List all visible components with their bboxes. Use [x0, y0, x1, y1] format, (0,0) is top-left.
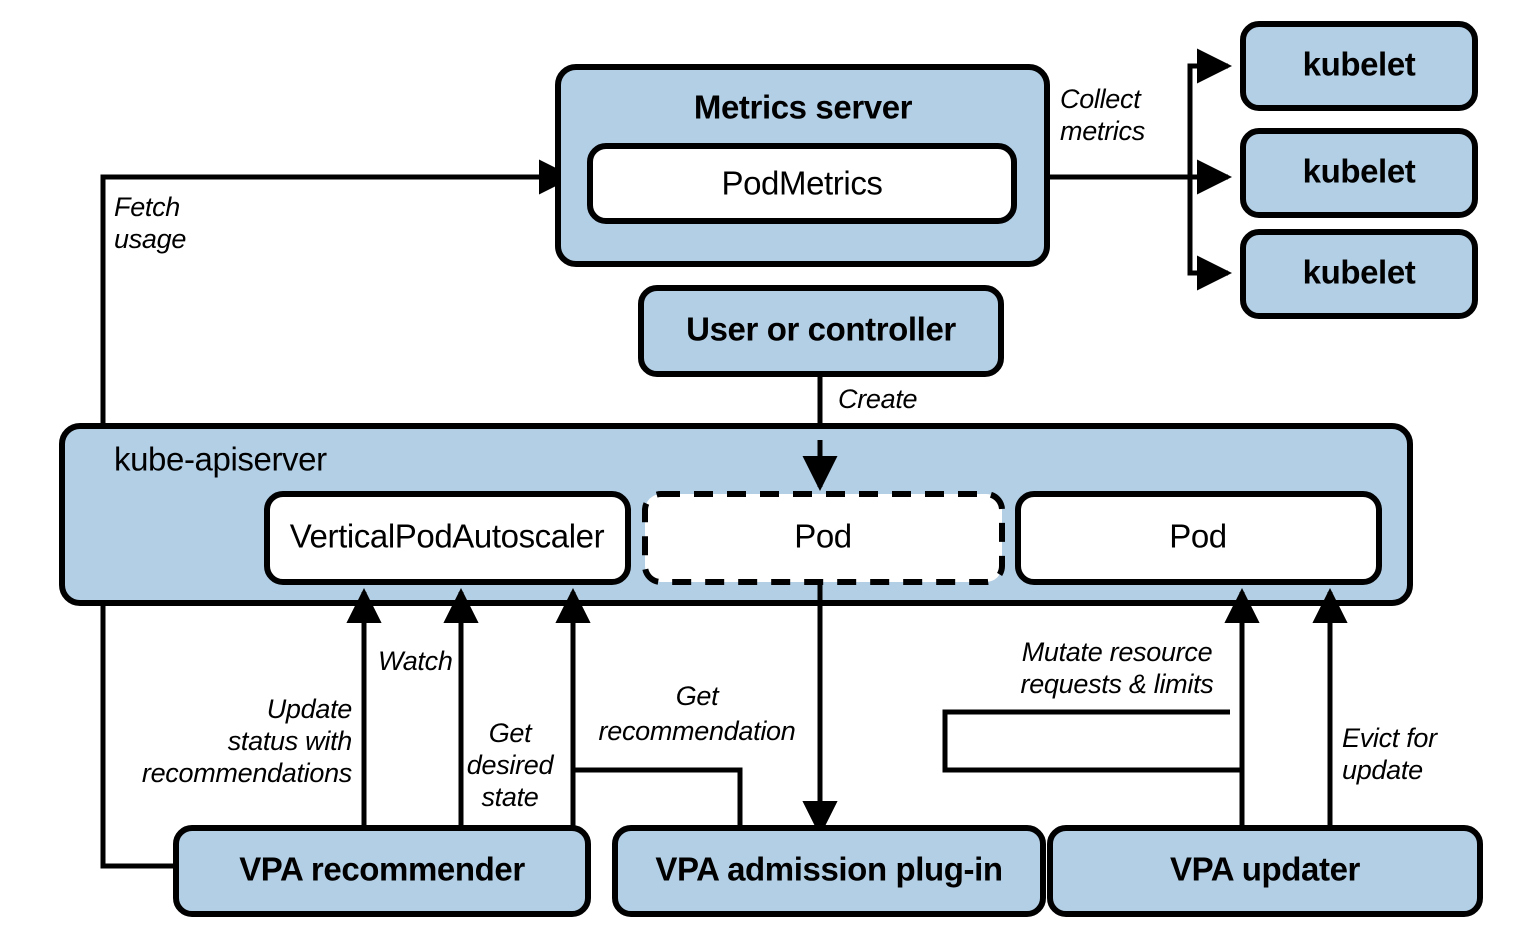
edge-label-mutate-resources: Mutate resource requests & limits — [1021, 637, 1214, 699]
vpa-updater-label: VPA updater — [1170, 851, 1361, 888]
node-pod-metrics-box[interactable] — [587, 143, 1017, 224]
edge-label-update-status: Update status with recommendations — [142, 694, 353, 788]
fetch-usage-line1: Fetch — [114, 192, 180, 222]
node-vpa-updater[interactable]: VPA updater — [1047, 825, 1483, 917]
get-desired-state-line2: desired — [467, 750, 555, 780]
fetch-usage-line2: usage — [114, 224, 186, 254]
mutate-resources-line2: requests & limits — [1021, 669, 1214, 699]
node-pod-running[interactable] — [1015, 491, 1382, 585]
node-kubelet-3[interactable]: kubelet — [1240, 229, 1478, 319]
get-desired-state-line3: state — [481, 782, 538, 812]
node-user-or-controller[interactable]: User or controller — [638, 285, 1004, 377]
edge-mutate-resources — [942, 587, 1260, 838]
node-metrics-server[interactable]: Metrics server PodMetrics — [555, 64, 1050, 267]
node-pod-pending[interactable] — [642, 491, 1005, 585]
arrowheads-overlay — [346, 440, 1348, 837]
get-recommendation-line1: Get — [676, 681, 720, 711]
node-vpa-admission-plugin[interactable]: VPA admission plug-in — [612, 825, 1046, 917]
pod-pending-label: Pod — [794, 518, 852, 555]
create-line1: Create — [838, 384, 918, 414]
node-vpa-recommender[interactable]: VPA recommender — [173, 825, 591, 917]
mutate-resources-line1: Mutate resource — [1022, 637, 1213, 667]
edge-label-get-desired-state: Get desired state — [467, 718, 555, 812]
edge-get-recommendation — [555, 587, 743, 838]
kubelet-2-label: kubelet — [1303, 153, 1416, 190]
edge-label-watch: Watch — [378, 646, 453, 676]
evict-for-update-line2: update — [1342, 755, 1423, 785]
pod-metrics-label: PodMetrics — [721, 165, 882, 202]
node-kube-apiserver[interactable]: kube-apiserver VerticalPodAutoscaler Pod… — [59, 423, 1413, 606]
user-or-controller-label: User or controller — [686, 311, 956, 348]
pod-running-label: Pod — [1169, 518, 1227, 555]
collect-metrics-line1: Collect — [1060, 84, 1142, 114]
edge-label-fetch-usage: Fetch usage — [114, 192, 187, 254]
kubelet-1-label: kubelet — [1303, 46, 1416, 83]
edge-label-create: Create — [838, 384, 918, 414]
node-kubelet-1[interactable]: kubelet — [1240, 21, 1478, 111]
vertical-pod-autoscaler-label: VerticalPodAutoscaler — [290, 518, 605, 555]
edge-label-evict-for-update: Evict for update — [1342, 723, 1438, 785]
vpa-recommender-label: VPA recommender — [239, 851, 525, 888]
get-recommendation-line2: recommendation — [599, 716, 796, 746]
kube-apiserver-label: kube-apiserver — [114, 441, 327, 478]
collect-metrics-line2: metrics — [1060, 116, 1145, 146]
metrics-server-label: Metrics server — [694, 89, 913, 126]
node-vertical-pod-autoscaler[interactable] — [264, 491, 631, 585]
vpa-admission-plugin-label: VPA admission plug-in — [655, 851, 1002, 888]
get-desired-state-line1: Get — [489, 718, 533, 748]
evict-for-update-line1: Evict for — [1342, 723, 1438, 753]
update-status-line3: recommendations — [142, 758, 352, 788]
kubelet-3-label: kubelet — [1303, 254, 1416, 291]
watch-line1: Watch — [378, 646, 453, 676]
node-kubelet-2[interactable]: kubelet — [1240, 128, 1478, 218]
edge-label-collect-metrics: Collect metrics — [1060, 84, 1145, 146]
edge-collect-metrics — [1047, 48, 1233, 291]
update-status-line1: Update — [267, 694, 353, 724]
update-status-line2: status with — [228, 726, 352, 756]
edge-label-get-recommendation: Get recommendation — [599, 681, 796, 746]
